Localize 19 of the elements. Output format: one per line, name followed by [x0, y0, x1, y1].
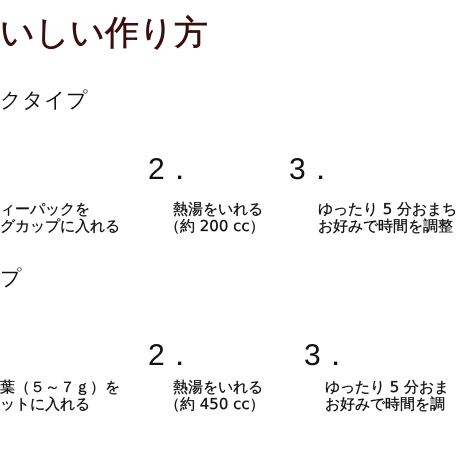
step-number: 2． [148, 339, 195, 372]
step-number: 3． [289, 153, 336, 186]
step-text: （約 450 cc） [165, 396, 265, 412]
step-text: 熱湯をいれる [173, 379, 263, 396]
section-heading: プ [0, 267, 22, 290]
step-text: 葉（５～７ｇ）を [0, 379, 120, 396]
step-text: グカップに入れる [0, 218, 120, 234]
step-text: ットに入れる [0, 396, 90, 412]
section-heading: クタイプ [0, 89, 88, 112]
step-text: ゆったり 5 分おま [325, 379, 450, 396]
step-text: お好みで時間を調 [325, 396, 445, 412]
step-text: お好みで時間を調整 [318, 218, 453, 234]
page-title: いしい作り方 [0, 15, 208, 52]
step-text: ゆったり 5 分おまち [318, 201, 458, 218]
step-text: 熱湯をいれる [173, 201, 263, 218]
step-number: 2． [148, 153, 195, 186]
step-text: （約 200 cc） [165, 218, 265, 234]
step-text: ィーパックを [0, 201, 90, 218]
step-number: 3． [304, 339, 351, 372]
